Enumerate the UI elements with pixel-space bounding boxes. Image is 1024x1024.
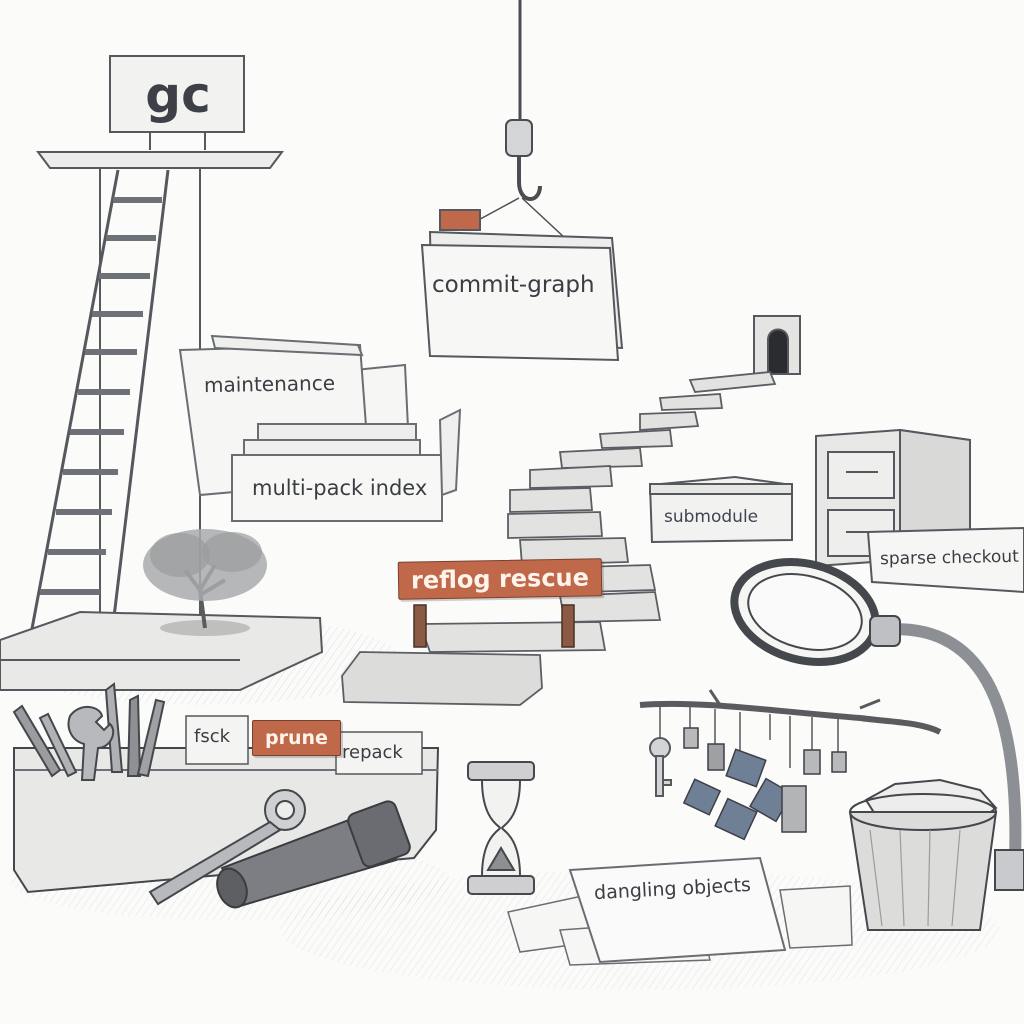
gc-label: gc <box>145 66 211 124</box>
reflog-rescue-tag: reflog rescue <box>397 558 603 600</box>
pencils-icon <box>12 682 166 778</box>
tunnel-arch-icon <box>753 315 801 375</box>
tool-cards <box>185 715 423 775</box>
branch-icon <box>639 689 942 768</box>
flashlight-icon <box>216 800 411 909</box>
gc-tower <box>36 55 284 640</box>
maintenance-label: maintenance <box>203 370 336 398</box>
key-icon <box>649 737 672 797</box>
file-cabinet-icon <box>815 428 971 568</box>
multi-pack-index-label: multi-pack index <box>252 476 428 500</box>
hourglass-icon <box>467 761 535 895</box>
repack-label: repack <box>342 742 403 763</box>
reflog-sign-posts <box>413 604 575 648</box>
submodule-label: submodule <box>664 507 759 527</box>
stone-path-icon <box>341 371 777 706</box>
dangling-papers <box>507 856 853 966</box>
commit-graph-folder <box>420 209 624 362</box>
wrench-icon <box>67 706 306 906</box>
sparse-checkout-sign <box>866 526 1024 594</box>
submodule-box <box>648 475 793 544</box>
trash-bin-icon <box>848 778 998 931</box>
magnifier-lamp-icon <box>730 558 1024 891</box>
prune-tag: prune <box>252 720 341 756</box>
crane-hook-icon <box>459 0 581 253</box>
ladder-icon <box>26 169 170 651</box>
tree-icon <box>143 529 267 636</box>
commit-graph-label: commit-graph <box>432 272 595 298</box>
hanging-tags <box>682 727 847 841</box>
multi-pack-index-box <box>231 408 462 522</box>
fsck-label: fsck <box>194 726 231 747</box>
sparse-checkout-label: sparse checkout <box>879 546 1019 570</box>
